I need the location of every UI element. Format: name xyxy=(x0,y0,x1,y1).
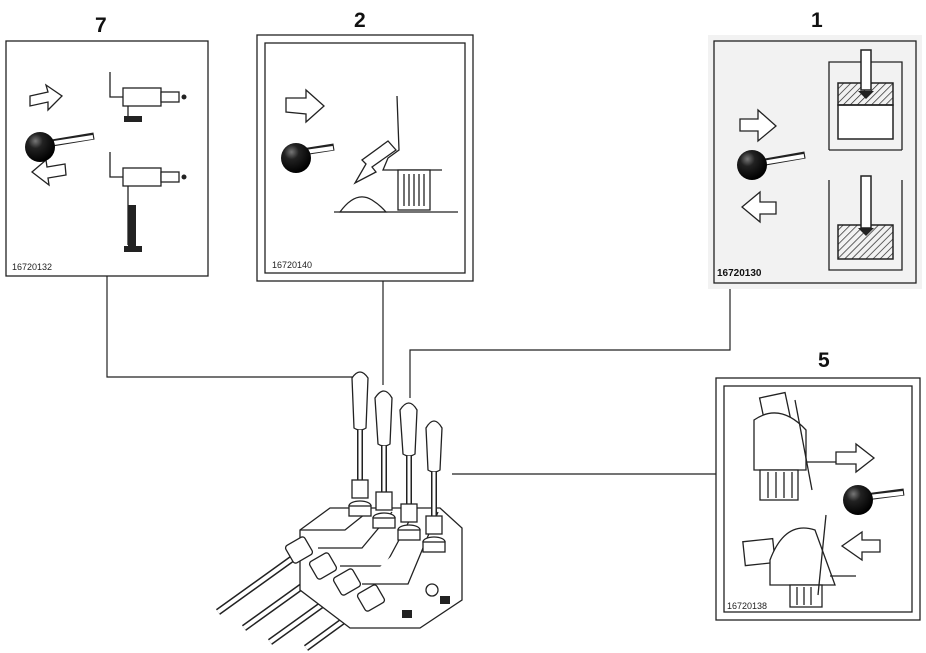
lever-knob-icon xyxy=(281,143,311,173)
decal-1-part-code: 16720130 xyxy=(717,268,762,279)
arrow-right-icon xyxy=(285,88,325,124)
decal-7: 7 16720132 xyxy=(5,14,209,277)
decal-5-number: 5 xyxy=(818,349,830,372)
leader-line-1 xyxy=(409,289,731,398)
lever-knob-icon xyxy=(737,150,767,180)
bucket-dump-icon xyxy=(334,95,458,213)
decal-7-part-code: 16720132 xyxy=(12,262,52,272)
stabilizer-leg-icon xyxy=(109,152,187,252)
hydraulic-cylinder-icon xyxy=(828,49,903,151)
control-lever-2[interactable] xyxy=(372,390,396,529)
lever-knob-icon xyxy=(843,485,873,515)
hydraulic-cylinder-icon xyxy=(828,175,903,271)
decal-5-part-code: 16720138 xyxy=(727,601,767,611)
decal-5: 5 16720138 xyxy=(715,349,921,621)
control-lever-1[interactable] xyxy=(348,371,372,517)
decal-1-frame xyxy=(713,40,917,284)
tilt-attachment-icon xyxy=(742,514,856,608)
lever-knob-icon xyxy=(25,132,55,162)
leader-lines xyxy=(106,276,731,475)
arrow-right-icon xyxy=(29,83,64,112)
decal-1: 1 16720130 xyxy=(708,9,922,289)
decal-2-part-code: 16720140 xyxy=(272,260,312,270)
arrow-right-icon xyxy=(739,108,777,143)
stabilizer-leg-icon xyxy=(109,72,187,122)
decal-2: 2 16720140 xyxy=(256,9,474,282)
decal-1-number: 1 xyxy=(811,9,823,32)
arrow-right-icon xyxy=(835,442,876,474)
control-valve-assembly xyxy=(215,371,463,651)
decal-2-number: 2 xyxy=(354,9,366,32)
arrow-left-icon xyxy=(740,190,777,224)
decal-7-number: 7 xyxy=(95,14,107,37)
tilt-attachment-icon xyxy=(753,391,836,501)
control-lever-3[interactable] xyxy=(397,402,421,541)
arrow-left-icon xyxy=(30,158,67,187)
control-lever-4[interactable] xyxy=(422,420,446,553)
arrow-left-icon xyxy=(840,530,881,562)
leader-line-7 xyxy=(106,276,358,378)
